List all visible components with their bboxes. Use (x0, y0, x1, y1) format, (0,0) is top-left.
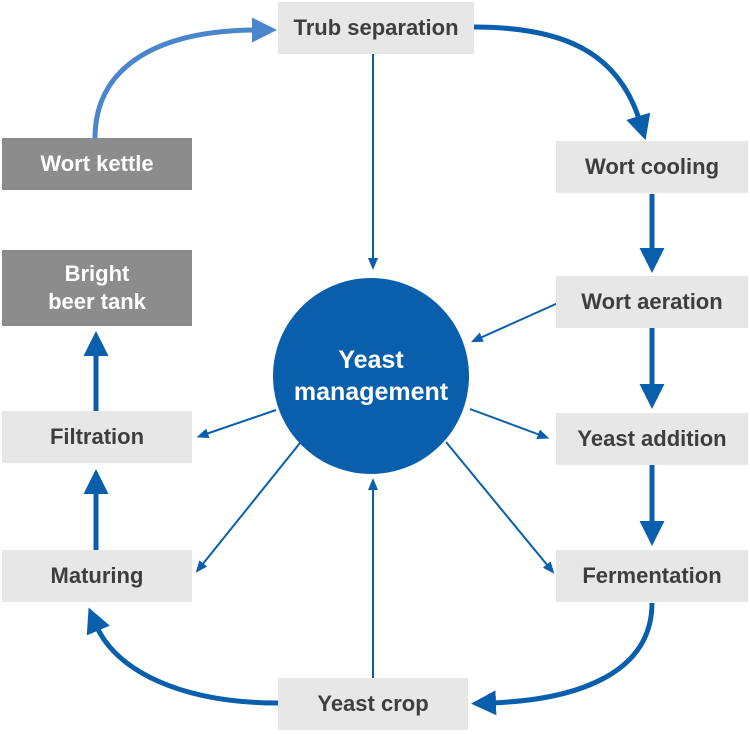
node-yeast-addition-label: Yeast addition (577, 426, 727, 451)
node-filtration-label: Filtration (49, 424, 145, 449)
node-maturing-label: Maturing (50, 563, 144, 588)
node-wort-cooling-label: Wort cooling (584, 154, 720, 179)
arrow-aeration-to-hub (470, 302, 559, 343)
node-fermentation: Fermentation (556, 550, 748, 602)
arrow-hub-to-filtration (196, 409, 277, 439)
hub-yeast-management: Yeast management (273, 278, 469, 474)
node-wort-aeration-label: Wort aeration (581, 289, 723, 314)
node-fermentation-label: Fermentation (582, 563, 722, 588)
node-yeast-crop: Yeast crop (278, 678, 468, 730)
node-trub-separation: Trub separation (278, 2, 474, 54)
node-yeast-crop-label: Yeast crop (317, 691, 429, 716)
node-bright-beer-tank: Bright beer tank (2, 250, 192, 326)
node-wort-aeration: Wort aeration (556, 276, 748, 328)
hub-label-line1: Yeast (338, 346, 404, 374)
node-trub-separation-label: Trub separation (293, 15, 459, 40)
node-wort-kettle: Wort kettle (2, 138, 192, 190)
node-filtration: Filtration (2, 411, 192, 463)
node-wort-cooling: Wort cooling (556, 141, 748, 193)
arrow-crop-to-maturing (86, 607, 279, 706)
arrow-hub-to-addition (469, 408, 550, 439)
node-bright-beer-tank-line1: Bright (64, 261, 130, 286)
node-yeast-addition: Yeast addition (556, 413, 748, 465)
arrow-hub-to-fermentation (445, 441, 555, 574)
arrow-hub-to-maturing (195, 442, 301, 573)
node-wort-kettle-label: Wort kettle (40, 151, 154, 176)
arrow-fermentation-to-crop (471, 602, 655, 716)
hub-label-line2: management (293, 378, 449, 406)
arrow-trub-to-cooling (473, 24, 651, 141)
arrow-kettle-to-trub (92, 17, 277, 139)
node-bright-beer-tank-line2: beer tank (48, 289, 146, 314)
node-maturing: Maturing (2, 550, 192, 602)
